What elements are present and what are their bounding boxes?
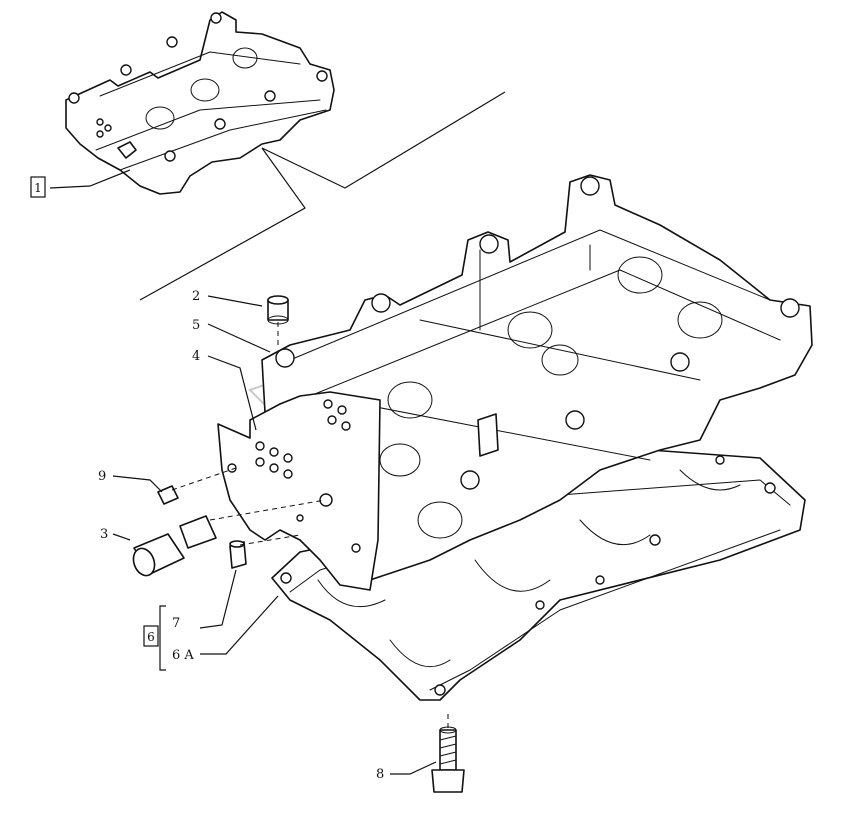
assembly-dashed-lines [171,322,326,546]
callout-7-label: 7 [172,616,180,631]
callout-2-label: 2 [192,289,200,304]
side-plate [217,391,381,591]
callout-5-label: 5 [192,318,200,333]
callout-6-label: 6 [147,630,155,644]
callout-box-1: 1 [30,176,46,198]
part-9-pin [157,485,179,505]
callout-8-label: 8 [376,767,384,782]
part-7-sleeve [229,540,247,569]
callout-1-label: 1 [34,181,42,195]
callout-leaders [49,169,437,775]
reference-assembly-thumbnail [65,11,335,195]
callout-4-label: 4 [192,349,200,364]
part-8-bolt [431,710,465,793]
callout-3-label: 3 [100,527,108,542]
main-housing [261,174,813,701]
callout-9-label: 9 [98,469,106,484]
callout-6a-label: 6 A [172,648,194,663]
part-3-plug [132,515,217,577]
part-2-dowel [267,295,289,325]
callout-box-6: 6 [143,625,159,647]
reference-leader-lines [139,91,506,301]
